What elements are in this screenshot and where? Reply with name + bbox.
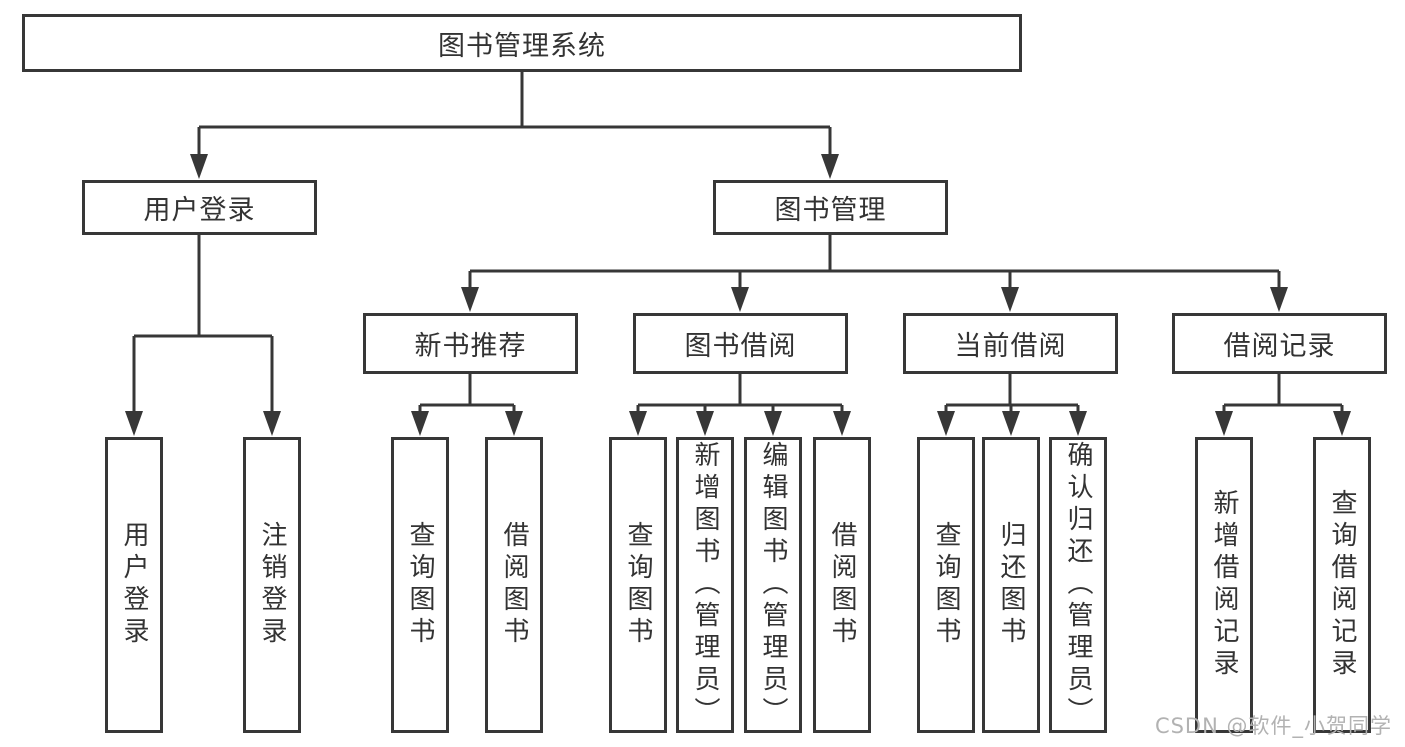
leaf-query-books-recommend: 查询图书 [391, 437, 449, 733]
leaf-add-books-admin-label: 新增图书（管理员） [690, 441, 720, 729]
node-user-login: 用户登录 [82, 180, 317, 235]
leaf-return-books-label: 归还图书 [996, 521, 1026, 649]
node-book-management: 图书管理 [713, 180, 948, 235]
leaf-confirm-return-admin: 确认归还（管理员） [1049, 437, 1107, 733]
leaf-logout-label: 注销登录 [257, 521, 287, 649]
node-new-book-recommendation: 新书推荐 [363, 313, 578, 374]
leaf-query-books-borrowing-label: 查询图书 [623, 521, 653, 649]
leaf-logout: 注销登录 [243, 437, 301, 733]
node-book-borrowing-label: 图书借阅 [684, 331, 797, 362]
leaf-query-borrow-record-label: 查询借阅记录 [1327, 489, 1357, 681]
node-current-borrowing: 当前借阅 [903, 313, 1118, 374]
leaf-query-books-borrowing: 查询图书 [609, 437, 667, 733]
node-book-management-label: 图书管理 [774, 195, 887, 226]
leaf-user-login-label: 用户登录 [119, 521, 149, 649]
leaf-borrow-books-borrowing-label: 借阅图书 [827, 521, 857, 649]
node-borrowing-records-label: 借阅记录 [1223, 331, 1336, 362]
leaf-borrow-books-recommend-label: 借阅图书 [499, 521, 529, 649]
leaf-add-borrow-record: 新增借阅记录 [1195, 437, 1253, 733]
leaf-return-books: 归还图书 [982, 437, 1040, 733]
node-book-borrowing: 图书借阅 [633, 313, 848, 374]
arrowheads [125, 154, 1351, 436]
leaf-add-borrow-record-label: 新增借阅记录 [1209, 489, 1239, 681]
node-user-login-label: 用户登录 [143, 195, 256, 226]
leaf-user-login: 用户登录 [105, 437, 163, 733]
leaf-query-books-current: 查询图书 [917, 437, 975, 733]
leaf-confirm-return-admin-label: 确认归还（管理员） [1063, 441, 1093, 729]
leaf-borrow-books-recommend: 借阅图书 [485, 437, 543, 733]
node-new-book-recommendation-label: 新书推荐 [414, 331, 527, 362]
leaf-add-books-admin: 新增图书（管理员） [676, 437, 734, 733]
leaf-query-books-recommend-label: 查询图书 [405, 521, 435, 649]
node-library-management-system-label: 图书管理系统 [438, 30, 606, 62]
leaf-borrow-books-borrowing: 借阅图书 [813, 437, 871, 733]
node-library-management-system: 图书管理系统 [22, 14, 1022, 72]
leaf-query-borrow-record: 查询借阅记录 [1313, 437, 1371, 733]
watermark: CSDN @软件_小贺同学 [1154, 714, 1392, 738]
node-borrowing-records: 借阅记录 [1172, 313, 1387, 374]
leaf-edit-books-admin-label: 编辑图书（管理员） [758, 441, 788, 729]
node-current-borrowing-label: 当前借阅 [954, 331, 1067, 362]
leaf-query-books-current-label: 查询图书 [931, 521, 961, 649]
leaf-edit-books-admin: 编辑图书（管理员） [744, 437, 802, 733]
